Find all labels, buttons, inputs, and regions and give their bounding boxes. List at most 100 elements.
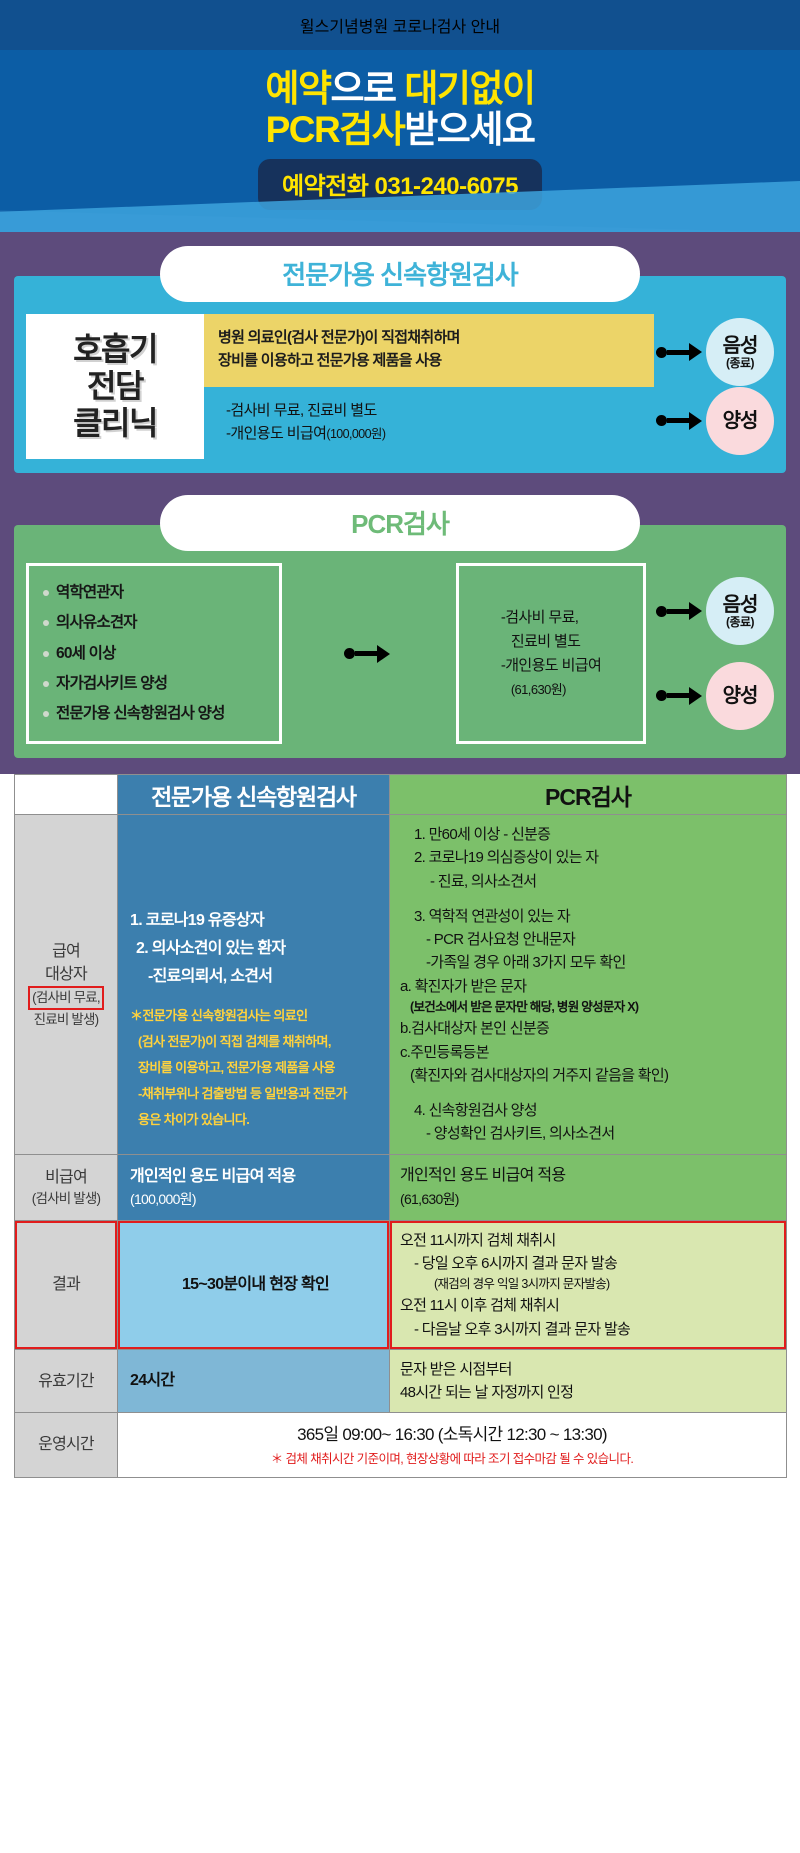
- rat-noncovered-line-1: 개인적인 용도 비급여 적용: [130, 1167, 296, 1185]
- headline-get-word: 받으세요: [404, 109, 536, 151]
- rat-note-line-2: (검사 전문가)이 직접 검체를 채취하며,: [138, 1034, 332, 1050]
- pcr-result-positive: 양성: [656, 661, 774, 730]
- rat-result-positive: 양성: [656, 386, 774, 455]
- arrow-line-icon: [667, 608, 689, 614]
- row-pcr-noncovered: 개인적인 용도 비급여 적용 (61,630원): [389, 1153, 787, 1221]
- pcr-cell-gap-2: [400, 1087, 780, 1099]
- list-item: 의사유소견자: [43, 608, 271, 638]
- pcr-covered-item-12: 4. 신속항원검사 양성: [414, 1102, 538, 1120]
- pcr-negative-circle: 음성 (종료): [706, 577, 774, 646]
- rat-negative-label: 음성: [722, 334, 759, 357]
- list-item: 자가검사키트 양성: [43, 669, 271, 699]
- table-corner-cell: [14, 774, 118, 816]
- pcr-fee-line-2: 진료비 별도: [510, 632, 581, 650]
- pcr-covered-item-2: 2. 코로나19 의심증상이 있는 자: [414, 849, 599, 867]
- arrow-head-icon: [377, 644, 390, 663]
- row-label-validity: 유효기간: [14, 1348, 118, 1414]
- rat-noncovered-line-2: (100,000원): [130, 1190, 197, 1207]
- rat-cell-gap: [130, 991, 381, 1003]
- headline-reserve-word: 예약: [265, 68, 332, 109]
- row-rat-noncovered: 개인적인 용도 비급여 적용 (100,000원): [117, 1153, 390, 1221]
- rat-desc-line-1: 병원 의료인(검사 전문가)이 직접채취하며: [218, 329, 460, 346]
- pcr-results-column: 음성 (종료) 양성: [646, 563, 774, 744]
- headline-line-1: 예약으로 대기없이: [0, 68, 800, 109]
- rat-detail-column: 병원 의료인(검사 전문가)이 직접채취하며 장비를 이용하고 전문가용 제품을…: [204, 314, 654, 460]
- pcr-covered-item-5: - PCR 검사요청 안내문자: [426, 931, 576, 949]
- arrow-line-icon: [667, 349, 689, 355]
- pcr-section: PCR검사 역학연관자 의사유소견자 60세 이상 자가검사키트 양성 전문가용…: [14, 495, 786, 759]
- table-row: 비급여 (검사비 발생) 개인적인 용도 비급여 적용 (100,000원) 개…: [14, 1153, 787, 1221]
- hours-warning-text: ＊ 검체 채취시간 기준이며, 현장상황에 따라 조기 접수마감 될 수 있습니…: [270, 1451, 634, 1466]
- row-label-covered: 급여 대상자 (검사비 무료, 진료비 발생): [14, 814, 118, 1155]
- pcr-noncovered-line-1: 개인적인 용도 비급여 적용: [400, 1166, 566, 1184]
- headline-pcr-word: PCR검사: [265, 109, 406, 151]
- arrow-icon: [656, 411, 702, 430]
- rat-positive-label: 양성: [722, 409, 759, 432]
- arrow-head-icon: [689, 602, 702, 621]
- headline-particle: 으로: [330, 68, 398, 109]
- arrow-icon: [656, 686, 702, 705]
- row-hours-content: 365일 09:00~ 16:30 (소독시간 12:30 ~ 13:30) ＊…: [117, 1412, 787, 1478]
- pcr-negative-label: 음성: [722, 593, 759, 616]
- rat-cell-top-spacer: [130, 835, 381, 907]
- row-pcr-validity: 문자 받은 시점부터 48시간 되는 날 자정까지 인정: [389, 1348, 787, 1414]
- hospital-notice-bar: 윌스기념병원 코로나검사 안내: [0, 0, 800, 50]
- rat-flow-row: 호흡기 전담 클리닉 병원 의료인(검사 전문가)이 직접채취하며 장비를 이용…: [26, 314, 774, 460]
- table-row: 유효기간 24시간 문자 받은 시점부터 48시간 되는 날 자정까지 인정: [14, 1348, 787, 1414]
- rat-note-line-1: ＊전문가용 신속항원검사는 의료인: [130, 1008, 308, 1024]
- row-rat-validity: 24시간: [117, 1348, 390, 1414]
- diagram-area: 전문가용 신속항원검사 호흡기 전담 클리닉 병원 의료인(검사 전문가)이 직…: [0, 232, 800, 775]
- pcr-validity-line-1: 문자 받은 시점부터: [400, 1360, 512, 1378]
- noncovered-label-main: 비급여: [45, 1168, 88, 1186]
- pcr-result-negative: 음성 (종료): [656, 577, 774, 646]
- rapid-antigen-section: 전문가용 신속항원검사 호흡기 전담 클리닉 병원 의료인(검사 전문가)이 직…: [14, 246, 786, 474]
- hours-main-text: 365일 09:00~ 16:30 (소독시간 12:30 ~ 13:30): [297, 1425, 607, 1445]
- row-label-hours: 운영시간: [14, 1412, 118, 1478]
- clinic-line-3: 클리닉: [73, 405, 158, 442]
- pcr-result-line-4: 오전 11시 이후 검체 채취시: [400, 1297, 560, 1315]
- rat-fee-amount: (100,000원): [326, 426, 386, 441]
- pcr-section-title: PCR검사: [160, 495, 640, 552]
- rat-positive-circle: 양성: [706, 386, 774, 455]
- pcr-result-line-2: - 당일 오후 6시까지 결과 문자 발송: [414, 1254, 618, 1272]
- noncovered-label-sub: (검사비 발생): [31, 1190, 101, 1206]
- pcr-covered-item-6: -가족일 경우 아래 3가지 모두 확인: [426, 954, 626, 972]
- pcr-section-body: 역학연관자 의사유소견자 60세 이상 자가검사키트 양성 전문가용 신속항원검…: [14, 525, 786, 759]
- clinic-line-2: 전담: [87, 367, 144, 404]
- poster-header: 윌스기념병원 코로나검사 안내 예약으로 대기없이 PCR검사받으세요 예약전화…: [0, 0, 800, 232]
- pcr-fee-text: -검사비 무료, 진료비 별도 -개인용도 비급여 (61,630원): [500, 606, 602, 702]
- rat-desc-line-2: 장비를 이용하고 전문가용 제품을 사용: [218, 351, 442, 369]
- rat-covered-item-2: 2. 의사소견이 있는 환자: [136, 940, 286, 958]
- arrow-dot-icon: [656, 605, 667, 617]
- arrow-dot-icon: [656, 415, 667, 427]
- arrow-dot-icon: [656, 346, 667, 358]
- rat-section-body: 호흡기 전담 클리닉 병원 의료인(검사 전문가)이 직접채취하며 장비를 이용…: [14, 276, 786, 474]
- pcr-fee-line-3: -개인용도 비급여: [500, 656, 602, 674]
- pcr-target-list: 역학연관자 의사유소견자 60세 이상 자가검사키트 양성 전문가용 신속항원검…: [26, 563, 282, 745]
- list-item: 역학연관자: [43, 578, 271, 608]
- arrow-icon: [656, 343, 702, 362]
- rat-note-line-3: 장비를 이용하고, 전문가용 제품을 사용: [138, 1060, 335, 1076]
- table-row: 급여 대상자 (검사비 무료, 진료비 발생) 1. 코로나19 유증상자 2.…: [14, 814, 787, 1155]
- rat-title-wrap: 전문가용 신속항원검사: [14, 246, 786, 302]
- arrow-line-icon: [667, 693, 689, 699]
- pcr-cell-gap-1: [400, 893, 780, 905]
- rat-covered-item-1: 1. 코로나19 유증상자: [130, 912, 265, 930]
- pcr-arrow-to-fee: [282, 563, 456, 744]
- pcr-noncovered-line-2: (61,630원): [400, 1190, 459, 1207]
- table-header-pcr: PCR검사: [389, 774, 787, 816]
- row-rat-result: 15~30분이내 현장 확인: [117, 1219, 390, 1350]
- pcr-result-line-1: 오전 11시까지 검체 채취시: [400, 1231, 556, 1249]
- row-label-noncovered: 비급여 (검사비 발생): [14, 1153, 118, 1221]
- arrow-head-icon: [689, 686, 702, 705]
- arrow-dot-icon: [656, 690, 667, 702]
- pcr-covered-item-8: (보건소에서 받은 문자만 해당, 병원 양성문자 X): [410, 999, 639, 1014]
- respiratory-clinic-box: 호흡기 전담 클리닉: [26, 314, 204, 460]
- arrow-line-icon: [667, 418, 689, 424]
- arrow-head-icon: [689, 411, 702, 430]
- pcr-result-line-3: (재검의 경우 익일 3시까지 문자발송): [434, 1277, 610, 1292]
- row-pcr-covered: 1. 만60세 이상 - 신분증 2. 코로나19 의심증상이 있는 자 - 진…: [389, 814, 787, 1155]
- headline-nowait-word: 대기없이: [404, 68, 536, 109]
- arrow-head-icon: [689, 343, 702, 362]
